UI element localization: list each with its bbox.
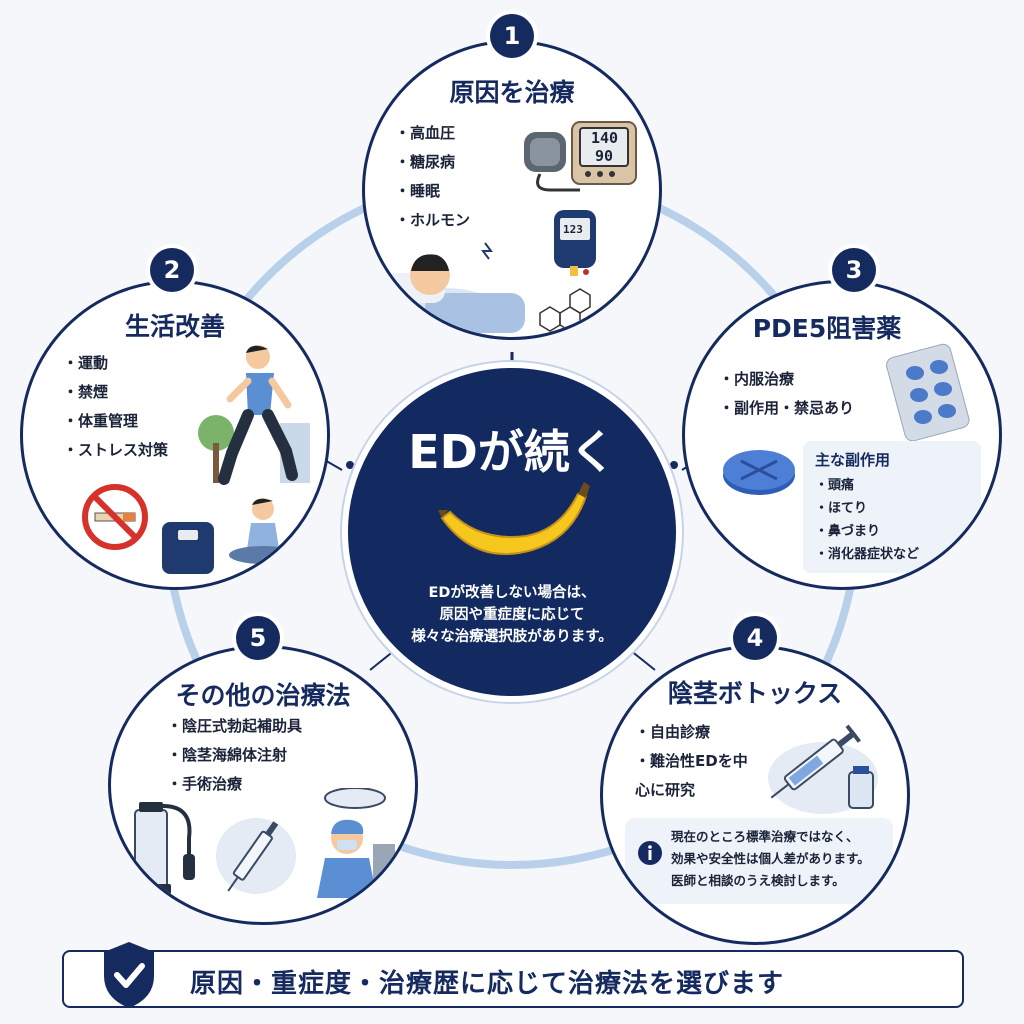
list-item: ストレス対策 bbox=[63, 436, 168, 465]
pill-blister-icon bbox=[886, 343, 970, 442]
list-item: 禁煙 bbox=[63, 378, 168, 407]
point-list: 内服治療 副作用・禁忌あり bbox=[719, 365, 854, 423]
list-item: 陰茎海綿体注射 bbox=[167, 741, 302, 770]
node-number-5: 5 bbox=[236, 616, 280, 660]
node-title: PDE5阻害薬 bbox=[752, 314, 902, 343]
side-effects-panel: 主な副作用 頭痛 ほてり 鼻づまり 消化器症状など bbox=[803, 441, 981, 573]
node-title: その他の治療法 bbox=[175, 681, 351, 710]
blood-pressure-monitor-icon bbox=[524, 121, 637, 192]
list-item: 難治性EDを中心に研究 bbox=[635, 747, 755, 805]
tablet-icon bbox=[723, 450, 795, 495]
running-person-icon bbox=[198, 345, 310, 485]
node-title: 原因を治療 bbox=[449, 78, 575, 107]
center-hub: EDが続く EDが改善しない場合は、 原因や重症度に応じて 様々な治療選択肢があ… bbox=[342, 362, 682, 702]
list-item: 内服治療 bbox=[719, 365, 854, 394]
meditation-icon bbox=[229, 498, 297, 564]
botox-note-text: 現在のところ標準治療ではなく、 効果や安全性は個人差があります。 医師と相談のう… bbox=[671, 826, 870, 892]
node-lifestyle: 生活改善 運動 禁煙 体重管理 ストレス対策 bbox=[20, 280, 330, 590]
note-line: 効果や安全性は個人差があります。 bbox=[671, 851, 870, 866]
surgeon-icon bbox=[317, 788, 395, 898]
info-icon bbox=[638, 841, 662, 865]
note-line: 現在のところ標準治療ではなく、 bbox=[671, 829, 859, 844]
list-item: 運動 bbox=[63, 349, 168, 378]
syringe-icon bbox=[768, 724, 878, 814]
point-list: 運動 禁煙 体重管理 ストレス対策 bbox=[63, 349, 168, 465]
node-number-1: 1 bbox=[490, 14, 534, 58]
node-number-3: 3 bbox=[832, 248, 876, 292]
list-item: 自由診療 bbox=[635, 718, 755, 747]
description-line: EDが改善しない場合は、 bbox=[428, 585, 596, 601]
no-smoking-icon bbox=[82, 484, 148, 550]
node-number-4: 4 bbox=[733, 616, 777, 660]
list-item: 副作用・禁忌あり bbox=[719, 394, 854, 423]
side-effects-list: 頭痛 ほてり 鼻づまり 消化器症状など bbox=[815, 474, 981, 566]
node-other-treatments: その他の治療法 陰圧式勃起補助具 陰茎海綿体注射 手術治療 bbox=[108, 645, 418, 925]
point-list: 陰圧式勃起補助具 陰茎海綿体注射 手術治療 bbox=[167, 712, 302, 799]
node-title: 陰茎ボトックス bbox=[667, 679, 843, 708]
node-pde5-inhibitor: PDE5阻害薬 内服治療 副作用・禁忌あり 主な副作用 頭痛 ほてり 鼻づまり … bbox=[682, 280, 1002, 590]
node-number-2: 2 bbox=[150, 248, 194, 292]
node-penile-botox: 陰茎ボトックス 自由診療 難治性EDを中心に研究 現在のところ標準治療ではなく、… bbox=[600, 645, 910, 945]
hormone-molecule-icon bbox=[539, 288, 591, 332]
note-line: 医師と相談のうえ検討します。 bbox=[671, 873, 845, 888]
node-title: 生活改善 bbox=[124, 312, 225, 341]
sleeping-person-icon bbox=[385, 242, 525, 333]
bp-systolic: 140 bbox=[591, 129, 619, 147]
list-item: 鼻づまり bbox=[815, 520, 981, 543]
list-item: ホルモン bbox=[395, 206, 470, 235]
point-list: 自由診療 難治性EDを中心に研究 bbox=[635, 718, 755, 805]
syringe-icon bbox=[216, 818, 296, 894]
footer-text: 原因・重症度・治療歴に応じて治療法を選びます bbox=[190, 969, 785, 999]
list-item: 手術治療 bbox=[167, 770, 302, 799]
list-item: 睡眠 bbox=[395, 177, 470, 206]
banana-icon bbox=[438, 482, 590, 555]
center-title: EDが続く bbox=[408, 425, 616, 479]
list-item: ほてり bbox=[815, 497, 981, 520]
list-item: 高血圧 bbox=[395, 119, 470, 148]
description-line: 原因や重症度に応じて bbox=[439, 607, 585, 623]
node-treat-cause: 原因を治療 高血圧 糖尿病 睡眠 ホルモン 140 90 123 bbox=[362, 40, 662, 340]
shield-check-icon bbox=[104, 942, 154, 1008]
list-item: 糖尿病 bbox=[395, 148, 470, 177]
list-item: 陰圧式勃起補助具 bbox=[167, 712, 302, 741]
center-description: EDが改善しない場合は、 原因や重症度に応じて 様々な治療選択肢があります。 bbox=[388, 582, 636, 648]
botox-note-panel: 現在のところ標準治療ではなく、 効果や安全性は個人差があります。 医師と相談のう… bbox=[625, 818, 893, 904]
footer-banner: 原因・重症度・治療歴に応じて治療法を選びます bbox=[62, 942, 964, 1008]
scale-icon bbox=[162, 522, 214, 574]
bp-diastolic: 90 bbox=[595, 147, 614, 165]
point-list: 高血圧 糖尿病 睡眠 ホルモン bbox=[395, 119, 470, 235]
side-effects-title: 主な副作用 bbox=[815, 451, 891, 469]
vacuum-pump-icon bbox=[131, 802, 195, 894]
glucose-value: 123 bbox=[563, 223, 583, 236]
list-item: 頭痛 bbox=[815, 474, 981, 497]
description-line: 様々な治療選択肢があります。 bbox=[411, 629, 613, 645]
list-item: 体重管理 bbox=[63, 407, 168, 436]
glucose-meter-icon bbox=[554, 210, 596, 276]
list-item: 消化器症状など bbox=[815, 543, 981, 566]
